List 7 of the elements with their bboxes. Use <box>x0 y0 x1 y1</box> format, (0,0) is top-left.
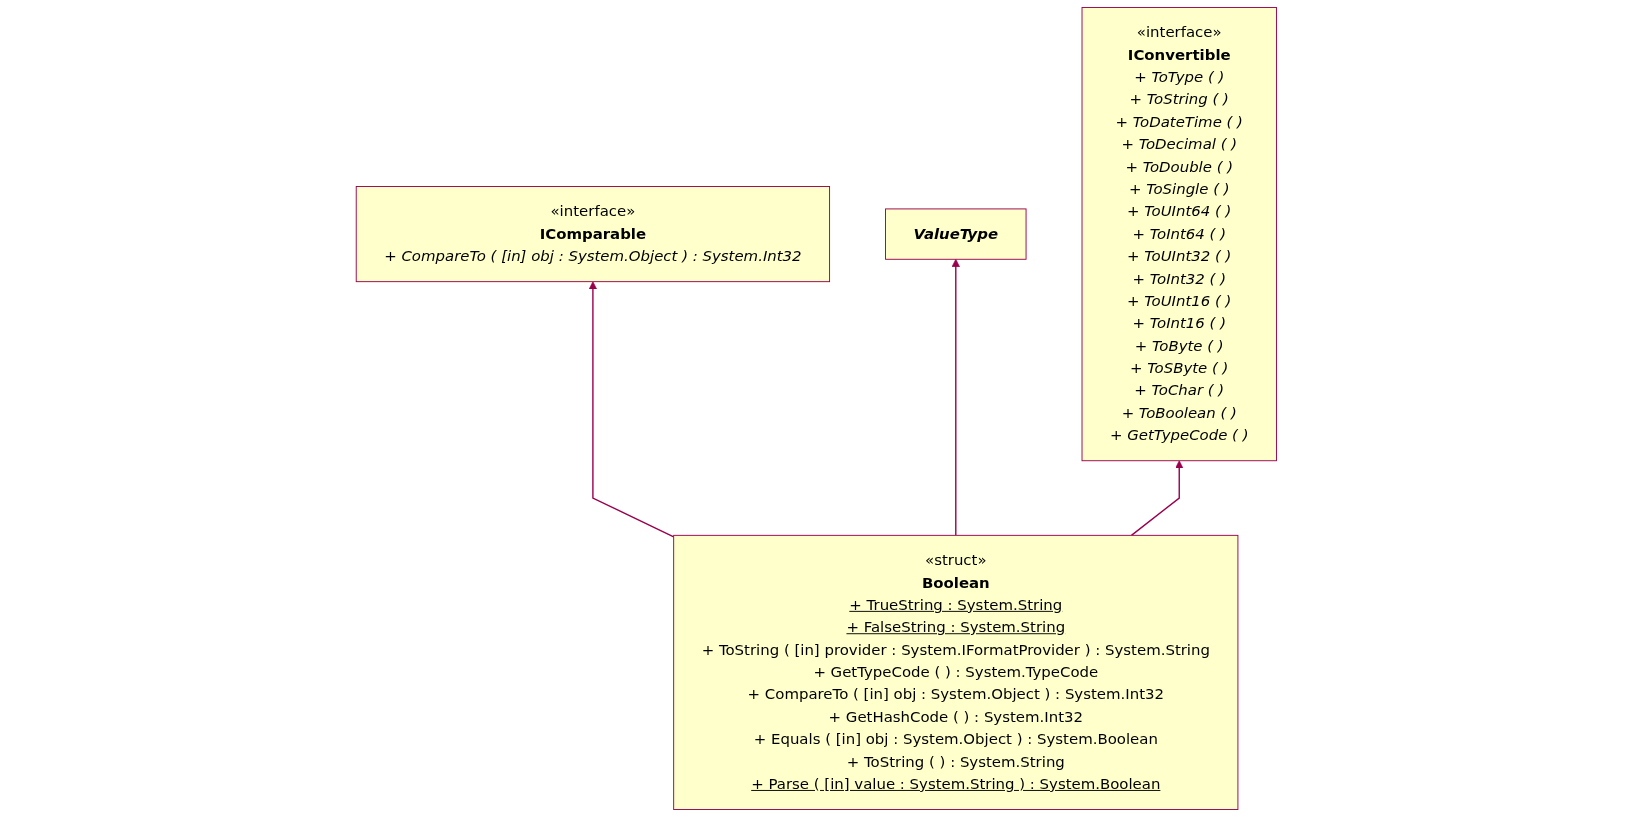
node-box: «struct» Boolean + TrueString : System.String + FalseString : System.String + ToString ( [in] provider : System.IFormatProvider ) : System.String + GetTypeCode ( ) : System.TypeCode + CompareTo ( [in] obj : System.Object ) : System.Int32 + GetHashCode ( ) : System.Int32 + Equals ( [in] obj : System.Object ) : System.Boolean + ToString ( ) : System.String + Parse ( [in] value : System.String ) : System.Boolean <box>673 534 1239 810</box>
node-box: «interface» IComparable + CompareTo ( [in] obj : System.Object ) : System.Int32 <box>355 186 831 283</box>
node-box: «interface» IConvertible + ToType ( ) + ToString ( ) + ToDateTime ( ) + ToDecimal ( ) + ToDouble ( ) + ToSingle ( ) + ToUInt64 ( ) + ToInt64 ( ) + ToUInt32 ( ) + ToInt32 ( ) + ToUInt16 ( ) + ToInt16 ( ) + ToByte ( ) + ToSByte ( ) + ToChar ( ) + ToBoolean ( ) + GetTypeCode ( ) <box>1081 7 1278 462</box>
arrow <box>588 281 675 538</box>
arrow <box>1130 460 1184 537</box>
arrow <box>951 258 961 537</box>
node-box: ValueType <box>885 208 1027 260</box>
